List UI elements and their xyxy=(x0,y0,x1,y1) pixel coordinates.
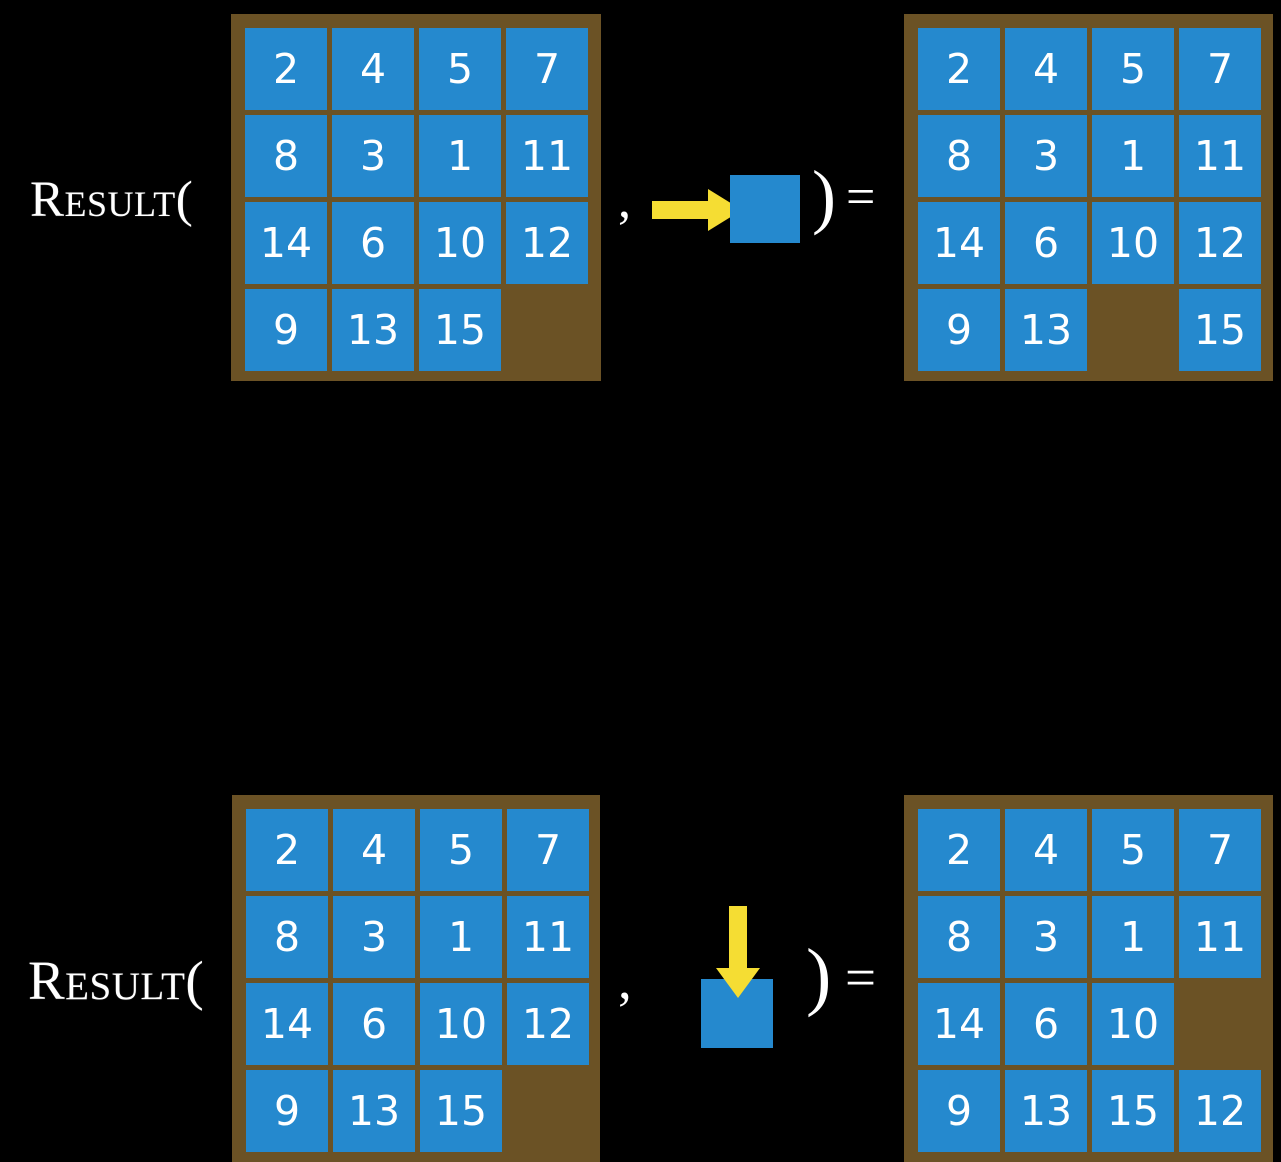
result-function-label-row-1: Result( xyxy=(30,172,194,228)
arrow-down-icon xyxy=(716,906,760,998)
number-tile[interactable]: 5 xyxy=(420,809,502,891)
number-tile[interactable]: 6 xyxy=(333,983,415,1065)
number-tile[interactable]: 6 xyxy=(332,202,414,284)
number-tile[interactable]: 7 xyxy=(1179,809,1261,891)
equals-sign-row-1: = xyxy=(846,169,876,226)
number-tile[interactable]: 12 xyxy=(1179,1070,1261,1152)
number-tile[interactable]: 7 xyxy=(507,809,589,891)
number-tile[interactable]: 14 xyxy=(918,202,1000,284)
comma-separator-row-1: , xyxy=(618,172,631,229)
number-tile[interactable]: 1 xyxy=(420,896,502,978)
comma-separator-row-2: , xyxy=(618,949,632,1010)
number-tile[interactable]: 12 xyxy=(1179,202,1261,284)
number-tile[interactable]: 6 xyxy=(1005,983,1087,1065)
number-tile[interactable]: 8 xyxy=(918,115,1000,197)
number-tile[interactable]: 5 xyxy=(1092,809,1174,891)
number-tile[interactable]: 7 xyxy=(1179,28,1261,110)
number-tile[interactable]: 5 xyxy=(419,28,501,110)
number-tile[interactable]: 4 xyxy=(333,809,415,891)
number-tile[interactable]: 5 xyxy=(1092,28,1174,110)
empty-cell xyxy=(506,289,588,371)
number-tile[interactable]: 9 xyxy=(918,1070,1000,1152)
number-tile[interactable]: 9 xyxy=(245,289,327,371)
empty-cell xyxy=(507,1070,589,1152)
number-tile[interactable]: 2 xyxy=(918,28,1000,110)
number-tile[interactable]: 13 xyxy=(1005,1070,1087,1152)
empty-cell xyxy=(1092,289,1174,371)
number-tile[interactable]: 12 xyxy=(506,202,588,284)
number-tile[interactable]: 15 xyxy=(419,289,501,371)
number-tile[interactable]: 10 xyxy=(1092,202,1174,284)
number-tile[interactable]: 2 xyxy=(918,809,1000,891)
number-tile[interactable]: 8 xyxy=(246,896,328,978)
number-tile[interactable]: 14 xyxy=(918,983,1000,1065)
number-tile[interactable]: 3 xyxy=(332,115,414,197)
moving-tile-row-1 xyxy=(730,175,800,243)
number-tile[interactable]: 11 xyxy=(506,115,588,197)
number-tile[interactable]: 1 xyxy=(419,115,501,197)
number-tile[interactable]: 9 xyxy=(918,289,1000,371)
equals-sign-row-2: = xyxy=(845,947,877,1008)
close-paren-row-1: ) xyxy=(812,156,836,236)
number-tile[interactable]: 14 xyxy=(245,202,327,284)
number-tile[interactable]: 10 xyxy=(1092,983,1174,1065)
number-tile[interactable]: 3 xyxy=(1005,115,1087,197)
number-tile[interactable]: 12 xyxy=(507,983,589,1065)
number-tile[interactable]: 8 xyxy=(918,896,1000,978)
number-tile[interactable]: 2 xyxy=(246,809,328,891)
number-tile[interactable]: 7 xyxy=(506,28,588,110)
number-tile[interactable]: 15 xyxy=(1179,289,1261,371)
close-paren-row-2: ) xyxy=(806,934,832,1018)
number-tile[interactable]: 15 xyxy=(420,1070,502,1152)
number-tile[interactable]: 13 xyxy=(333,1070,415,1152)
number-tile[interactable]: 8 xyxy=(245,115,327,197)
number-tile[interactable]: 6 xyxy=(1005,202,1087,284)
number-tile[interactable]: 4 xyxy=(1005,28,1087,110)
empty-cell xyxy=(1179,983,1261,1065)
number-tile[interactable]: 13 xyxy=(1005,289,1087,371)
number-tile[interactable]: 4 xyxy=(332,28,414,110)
arrow-right-icon xyxy=(652,189,742,231)
number-tile[interactable]: 11 xyxy=(1179,896,1261,978)
number-tile[interactable]: 10 xyxy=(419,202,501,284)
number-tile[interactable]: 3 xyxy=(333,896,415,978)
number-tile[interactable]: 13 xyxy=(332,289,414,371)
number-tile[interactable]: 1 xyxy=(1092,896,1174,978)
number-tile[interactable]: 11 xyxy=(1179,115,1261,197)
number-tile[interactable]: 9 xyxy=(246,1070,328,1152)
number-tile[interactable]: 11 xyxy=(507,896,589,978)
number-tile[interactable]: 2 xyxy=(245,28,327,110)
number-tile[interactable]: 3 xyxy=(1005,896,1087,978)
number-tile[interactable]: 4 xyxy=(1005,809,1087,891)
result-function-label-row-2: Result( xyxy=(28,950,205,1011)
number-tile[interactable]: 15 xyxy=(1092,1070,1174,1152)
number-tile[interactable]: 14 xyxy=(246,983,328,1065)
number-tile[interactable]: 1 xyxy=(1092,115,1174,197)
number-tile[interactable]: 10 xyxy=(420,983,502,1065)
